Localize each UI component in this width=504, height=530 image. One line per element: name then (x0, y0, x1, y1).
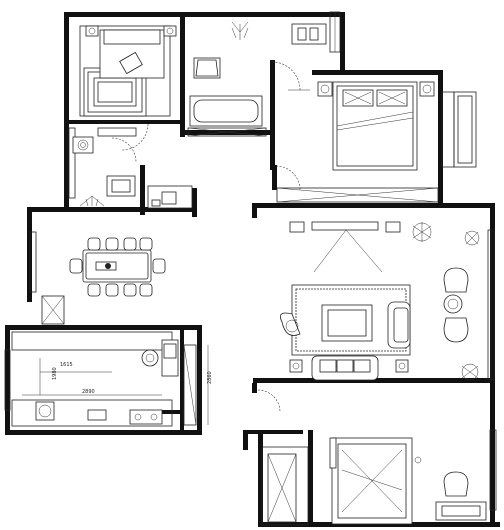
living-room (257, 221, 480, 413)
dimension-kitchen-length: 2890 (82, 389, 95, 395)
bathroom-master (187, 21, 327, 137)
dimension-kitchen-width: 1615 (60, 362, 73, 368)
dining-chairs (69, 237, 166, 297)
dining-area (41, 237, 166, 325)
kitchen: 1615 1980 2890 2860 (11, 331, 213, 427)
bedroom-2 (79, 25, 177, 151)
walls (5, 12, 500, 527)
plants (412, 222, 480, 381)
dimension-kitchen-depth: 1980 (52, 367, 58, 380)
master-bedroom (275, 81, 439, 203)
dimension-kitchen-side: 2860 (207, 371, 213, 384)
bedroom-3 (267, 437, 487, 525)
windows (4, 11, 497, 526)
bathroom-small (68, 127, 193, 209)
